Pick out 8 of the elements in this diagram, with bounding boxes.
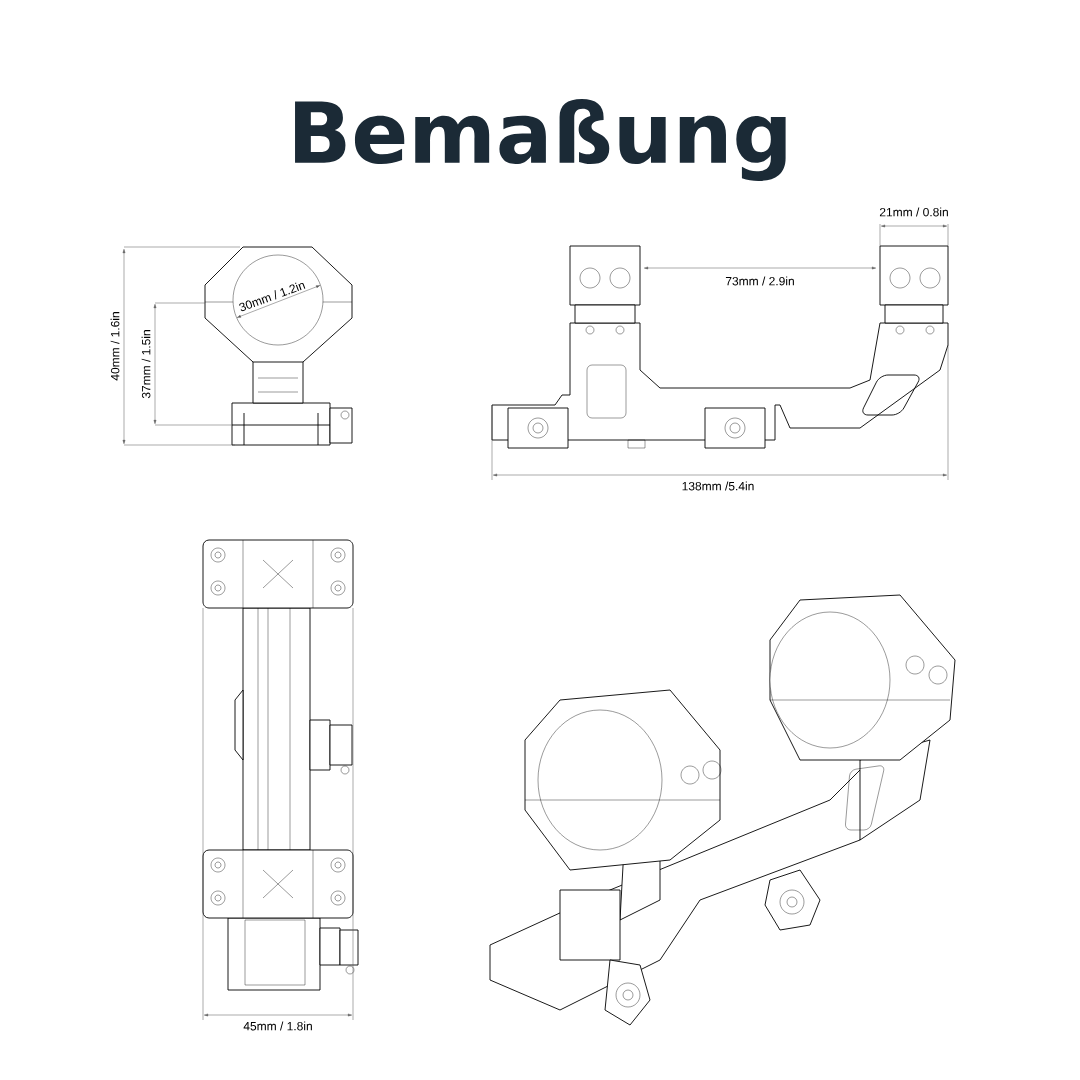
dimension-label: 40mm / 1.6in [109,310,121,382]
title: Bemaßung [295,99,786,181]
dimension-label: 30mm / 1.2in [236,278,308,314]
dimension-label: 21mm / 0.8in [878,206,950,218]
dimension-label: 37mm / 1.5in [140,328,152,400]
dimension-label: 138mm /5.4in [680,480,756,492]
dimension-label: 45mm / 1.8in [242,1020,314,1032]
dimension-label: 73mm / 2.9in [724,275,796,287]
